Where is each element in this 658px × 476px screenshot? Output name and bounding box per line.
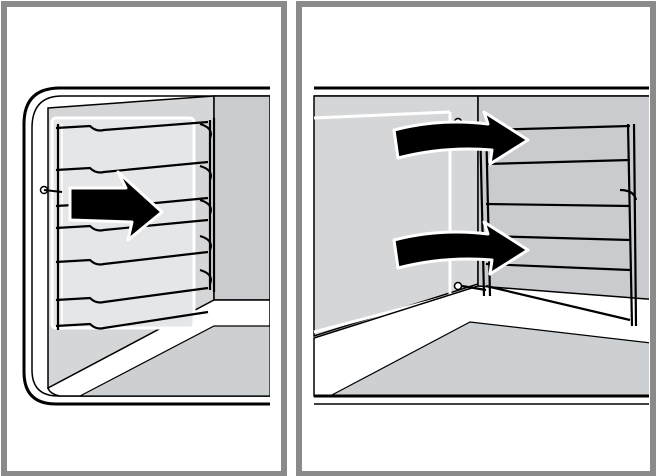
- lower-mount-screw: [455, 283, 462, 290]
- panel-step-1: [4, 4, 284, 474]
- panel-step-2: [299, 4, 658, 474]
- oven-back-wall: [214, 96, 270, 300]
